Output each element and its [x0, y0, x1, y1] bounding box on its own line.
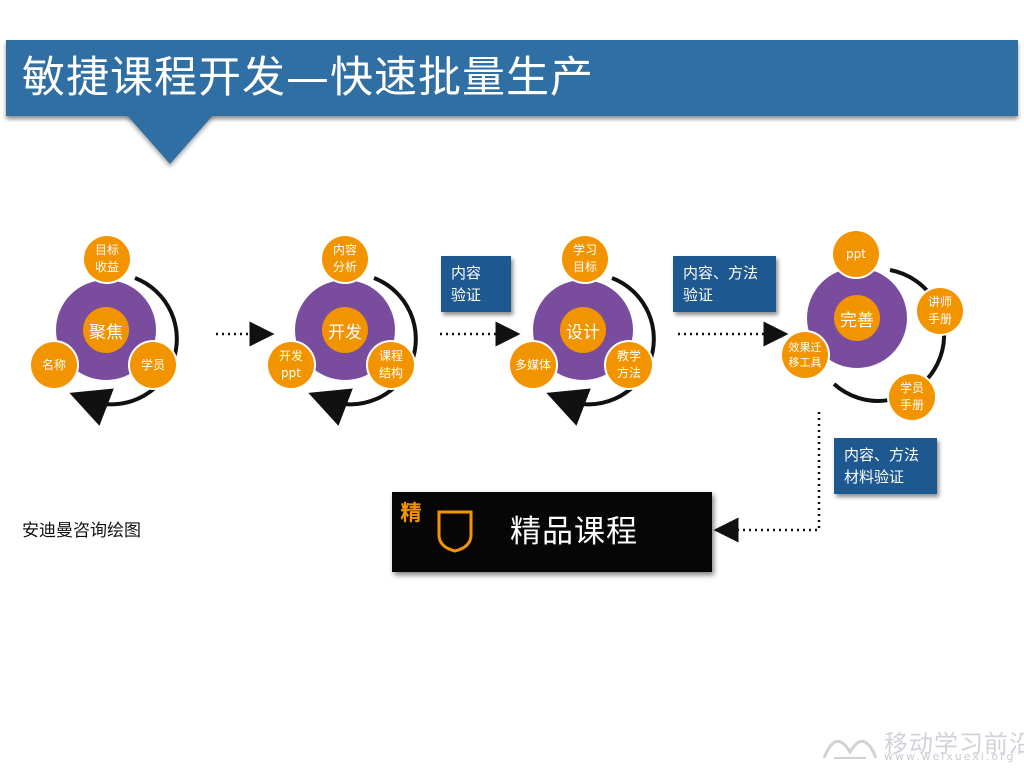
badge-char: 精 [400, 501, 422, 525]
caption: 安迪曼咨询绘图 [22, 521, 141, 541]
stage-design-multimedia: 多媒体 [510, 342, 556, 388]
banner-pointer [126, 114, 214, 164]
stage-develop-core: 开发 [322, 307, 368, 353]
final-product: 精 精品课程 [392, 492, 712, 572]
stage-develop-structure: 课程 结构 [368, 342, 414, 388]
validation-box-materials: 内容、方法 材料验证 [834, 438, 937, 494]
stage-design-objectives: 学习 目标 [562, 236, 608, 282]
stage-refine-ppt: ppt [833, 231, 879, 277]
stage-focus-learner: 学员 [130, 342, 176, 388]
stage-refine-transfer-tools: 效果迁 移工具 [782, 332, 828, 378]
page-title: 敏捷课程开发—快速批量生产 [22, 53, 594, 103]
validation-box-content-method: 内容、方法 验证 [673, 256, 776, 312]
stage-refine-learner-manual: 学员 手册 [889, 374, 935, 420]
stage-refine-core: 完善 [834, 295, 880, 341]
shield-icon [437, 510, 473, 553]
stage-design-core: 设计 [560, 307, 606, 353]
watermark-url: www.weixuexi.org [884, 750, 1016, 763]
stage-refine-trainer-manual: 讲师 手册 [917, 288, 963, 334]
cycle-arc-4 [832, 268, 947, 403]
stage-develop-content-analysis: 内容 分析 [322, 236, 368, 282]
stage-design-methods: 教学 方法 [606, 342, 652, 388]
stage-focus-core: 聚焦 [83, 307, 129, 353]
stage-develop-ppt: 开发 ppt [268, 342, 314, 388]
validation-box-content: 内容 验证 [441, 256, 511, 312]
book-logo-icon [822, 740, 878, 759]
dotted-arrow-final [713, 412, 821, 543]
final-label: 精品课程 [510, 514, 638, 550]
title-banner [6, 40, 1018, 116]
stage-focus-name: 名称 [31, 342, 77, 388]
watermark-title: 移动学习前沿 [884, 730, 1024, 758]
stage-focus-goal: 目标 收益 [84, 236, 130, 282]
